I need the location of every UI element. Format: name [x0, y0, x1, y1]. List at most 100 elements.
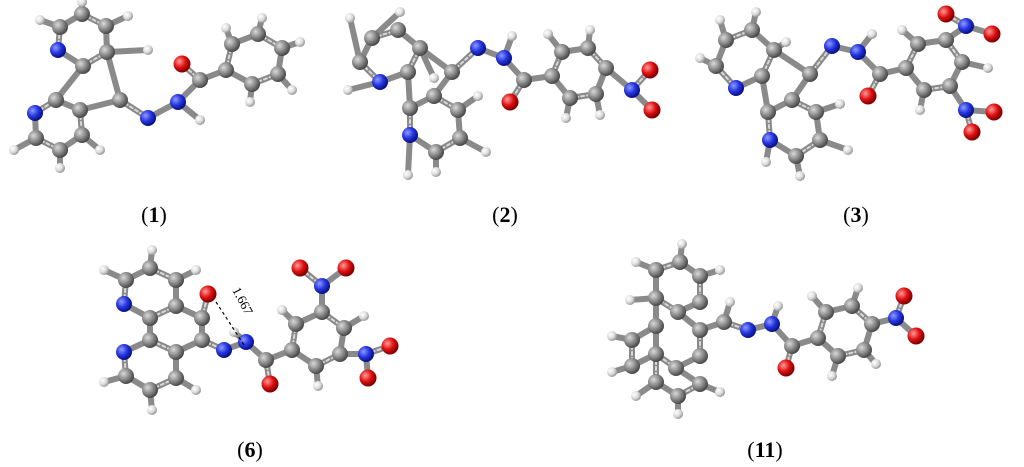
carbon-atom [692, 376, 708, 392]
hydrogen-atom [287, 85, 297, 95]
carbon-atom [99, 44, 115, 60]
carbon-atom [112, 92, 128, 108]
nitrogen-atom [496, 50, 512, 66]
hydrogen-atom [835, 99, 845, 109]
nitrogen-atom [238, 334, 254, 350]
carbon-atom [598, 60, 614, 76]
carbon-atom [52, 142, 68, 158]
carbon-atom [390, 22, 406, 38]
hydrogen-atom [751, 7, 761, 17]
carbon-atom [400, 64, 416, 80]
carbon-atom [648, 346, 664, 362]
carbon-atom [516, 72, 532, 88]
carbon-atom [938, 32, 954, 48]
hydrogen-atom [827, 371, 837, 381]
molecule-11-structure [607, 239, 925, 419]
hydrogen-atom [543, 29, 553, 39]
hydrogen-atom [191, 265, 201, 275]
hydrogen-atom [607, 331, 617, 341]
nitrogen-atom [764, 316, 780, 332]
carbon-atom [588, 86, 604, 102]
hydrogen-atom [631, 257, 641, 267]
carbon-atom [75, 58, 91, 74]
nitrogen-atom [372, 74, 388, 90]
compound-label-2: (2) [492, 202, 518, 227]
double-bond-marker [35, 137, 61, 151]
carbon-atom [672, 254, 688, 270]
oxygen-atom [501, 93, 519, 111]
oxygen-atom [381, 337, 399, 355]
carbon-atom [288, 316, 304, 332]
double-bond-marker [225, 43, 233, 71]
double-bond-marker [407, 47, 421, 73]
hydrogen-atom [915, 105, 925, 115]
nitrogen-atom [850, 44, 866, 60]
carbon-atom [274, 40, 290, 56]
hydrogen-atom [99, 265, 109, 275]
carbon-atom [426, 88, 442, 104]
oxygen-atom [291, 259, 309, 277]
hydrogen-atom [715, 15, 725, 25]
hydrogen-atom [983, 63, 993, 73]
hydrogen-atom [897, 25, 907, 35]
carbon-atom [48, 92, 64, 108]
double-bond-marker [837, 349, 865, 357]
nitrogen-atom [116, 344, 132, 360]
carbon-atom [754, 68, 770, 84]
carbon-atom [942, 78, 958, 94]
nitrogen-atom [216, 342, 232, 358]
hydrogen-atom [695, 53, 705, 63]
nitrogen-atom [402, 127, 418, 143]
carbon-atom [244, 76, 260, 92]
carbon-atom [168, 344, 184, 360]
carbon-atom [648, 374, 664, 390]
hydrogen-atom [561, 113, 571, 123]
hydrogen-atom [343, 85, 353, 95]
carbon-atom [766, 42, 782, 58]
carbon-atom [284, 342, 300, 358]
carbon-atom [668, 360, 684, 376]
hydrogen-atom [191, 385, 201, 395]
hydrogen-atom [715, 387, 725, 397]
carbon-atom [954, 54, 970, 70]
carbon-atom [624, 332, 640, 348]
carbon-atom [194, 310, 210, 326]
nitrogen-atom [958, 102, 974, 118]
carbon-atom [314, 304, 330, 320]
hydrogen-atom [55, 163, 65, 173]
oxygen-atom [359, 369, 377, 387]
hydrogen-atom [35, 15, 45, 25]
carbon-atom [788, 148, 804, 164]
hydrogen-atom [595, 110, 605, 120]
compound-label-1: (1) [141, 202, 167, 227]
carbon-atom [554, 44, 570, 60]
oxygen-atom [337, 259, 355, 277]
carbon-atom [142, 310, 158, 326]
carbon-atom [452, 130, 468, 146]
carbon-atom [194, 332, 210, 348]
carbon-atom [670, 304, 686, 320]
hydrogen-atom [473, 91, 483, 101]
carbon-atom [624, 358, 640, 374]
carbon-atom [784, 92, 800, 108]
nitrogen-atom [624, 82, 640, 98]
carbon-atom [916, 82, 932, 98]
carbon-atom [192, 72, 208, 88]
carbon-atom [142, 332, 158, 348]
oxygen-atom [859, 87, 877, 105]
hydrogen-atom [245, 97, 255, 107]
bond [104, 49, 123, 103]
hydrogen-atom [221, 23, 231, 33]
nitrogen-atom [27, 105, 43, 121]
carbon-atom [74, 127, 90, 143]
carbon-atom [364, 30, 380, 46]
hydrogen-atom [403, 170, 413, 180]
carbon-atom [352, 54, 368, 70]
nitrogen-atom [824, 38, 840, 54]
double-bond-marker [321, 311, 345, 329]
double-bond-marker [791, 99, 817, 113]
nitrogen-atom [762, 132, 778, 148]
double-bond-marker [587, 47, 607, 69]
oxygen-atom [199, 285, 217, 303]
